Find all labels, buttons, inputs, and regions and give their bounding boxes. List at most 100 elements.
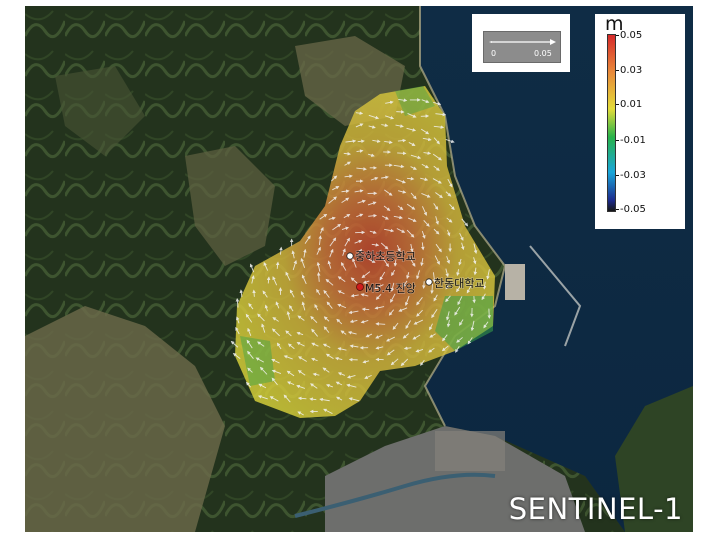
vector-arrow [348, 310, 359, 315]
vector-arrow [255, 357, 265, 363]
vector-arrow [397, 205, 404, 211]
vector-arrow [432, 272, 437, 283]
satellite-label: SENTINEL-1 [508, 492, 683, 526]
vector-arrow [266, 276, 271, 284]
arrow-tail-icon [489, 41, 492, 43]
vector-arrow [343, 151, 352, 156]
vector-arrow [297, 411, 304, 416]
vector-arrow [429, 333, 436, 338]
vector-arrow [392, 322, 399, 330]
vector-arrow [466, 284, 472, 294]
place-marker-school-2[interactable]: 한동대학교 [425, 276, 485, 291]
vector-arrow [402, 280, 408, 288]
vector-arrow [412, 334, 421, 340]
vector-arrow [421, 193, 431, 198]
vector-arrow [446, 256, 450, 264]
vector-arrow [311, 357, 318, 362]
vector-arrow [236, 316, 240, 324]
vector-arrow [391, 269, 396, 277]
vector-arrow [390, 358, 399, 366]
vector-arrow [230, 340, 239, 348]
vector-arrow [368, 258, 376, 263]
vector-arrow [263, 261, 269, 271]
vector-arrow [355, 123, 364, 128]
vector-arrow [416, 270, 420, 280]
vector-arrow [328, 216, 336, 221]
arrow-head-icon [550, 39, 556, 45]
colorbar-tick: 0.01 [616, 100, 642, 110]
satellite-map[interactable]: 중하초등학교 M5.4 진앙 한동대학교 [25, 6, 693, 532]
vector-arrow [446, 229, 451, 237]
vector-arrow [355, 111, 364, 115]
vector-arrow [483, 321, 489, 329]
vector-arrow [445, 311, 450, 321]
vector-arrow [247, 367, 253, 373]
vector-arrow [416, 309, 423, 317]
vector-arrow [435, 216, 439, 225]
vector-arrow [354, 189, 364, 193]
vector-arrow [406, 176, 415, 181]
vector-arrow [342, 248, 346, 256]
place-marker-epicenter[interactable]: M5.4 진앙 [356, 281, 416, 296]
vector-arrow [286, 310, 291, 320]
vector-arrow [331, 175, 338, 182]
colorbar-tick: 0.03 [616, 66, 642, 76]
vector-arrow [386, 349, 395, 356]
vector-arrow [446, 217, 453, 223]
vector-arrow [390, 282, 395, 292]
vector-arrow [357, 248, 362, 256]
vector-arrow [343, 214, 351, 219]
vector-arrow [349, 344, 359, 348]
vector-arrow [271, 369, 282, 374]
vector-arrow [365, 333, 373, 338]
vector-arrow [360, 293, 369, 297]
vector-arrow [432, 153, 442, 161]
place-marker-school-1[interactable]: 중하초등학교 [346, 248, 416, 264]
vector-arrow [406, 127, 417, 132]
vector-arrow [341, 197, 350, 203]
vector-arrow [407, 217, 417, 222]
vector-arrow [390, 293, 396, 303]
colorbar-tick: -0.01 [616, 136, 646, 146]
vector-arrow [447, 178, 453, 188]
vector-arrow [416, 297, 423, 306]
vector-arrow [445, 268, 449, 278]
vector-arrow [357, 139, 365, 144]
vector-arrow [258, 383, 267, 389]
vector-arrow [245, 381, 252, 388]
vector-arrow [235, 326, 240, 335]
vector-arrow [310, 383, 318, 389]
vector-arrow [368, 125, 376, 129]
vector-arrow [271, 328, 280, 337]
vector-arrow [275, 261, 280, 269]
vector-arrow [322, 367, 330, 373]
vector-arrow [272, 276, 278, 286]
vector-arrow [384, 140, 393, 144]
vector-arrow [344, 174, 353, 179]
place-label: 한동대학교 [434, 277, 485, 290]
vector-arrow [435, 112, 447, 117]
vector-arrow [379, 271, 386, 281]
vector-arrow [319, 213, 328, 220]
vector-arrow [382, 257, 389, 268]
vector-arrow [393, 164, 405, 169]
vector-arrow [420, 359, 425, 366]
vector-arrow [395, 124, 404, 128]
vector-arrow [486, 269, 490, 280]
vector-arrow [386, 336, 395, 342]
vector-arrow [319, 226, 324, 234]
vector-arrow [316, 288, 321, 295]
vector-arrow [303, 248, 307, 258]
vector-arrow [362, 359, 370, 364]
vector-arrow [374, 306, 385, 310]
vector-arrow [472, 257, 477, 265]
vector-arrow [283, 394, 291, 403]
vector-arrow [398, 190, 407, 194]
vector-arrow [446, 319, 451, 328]
vector-arrow [332, 186, 340, 191]
vector-arrow [421, 163, 429, 169]
valley [185, 146, 275, 266]
vector-arrow [340, 330, 347, 335]
vector-arrow [367, 201, 377, 206]
vector-arrow [279, 246, 283, 255]
